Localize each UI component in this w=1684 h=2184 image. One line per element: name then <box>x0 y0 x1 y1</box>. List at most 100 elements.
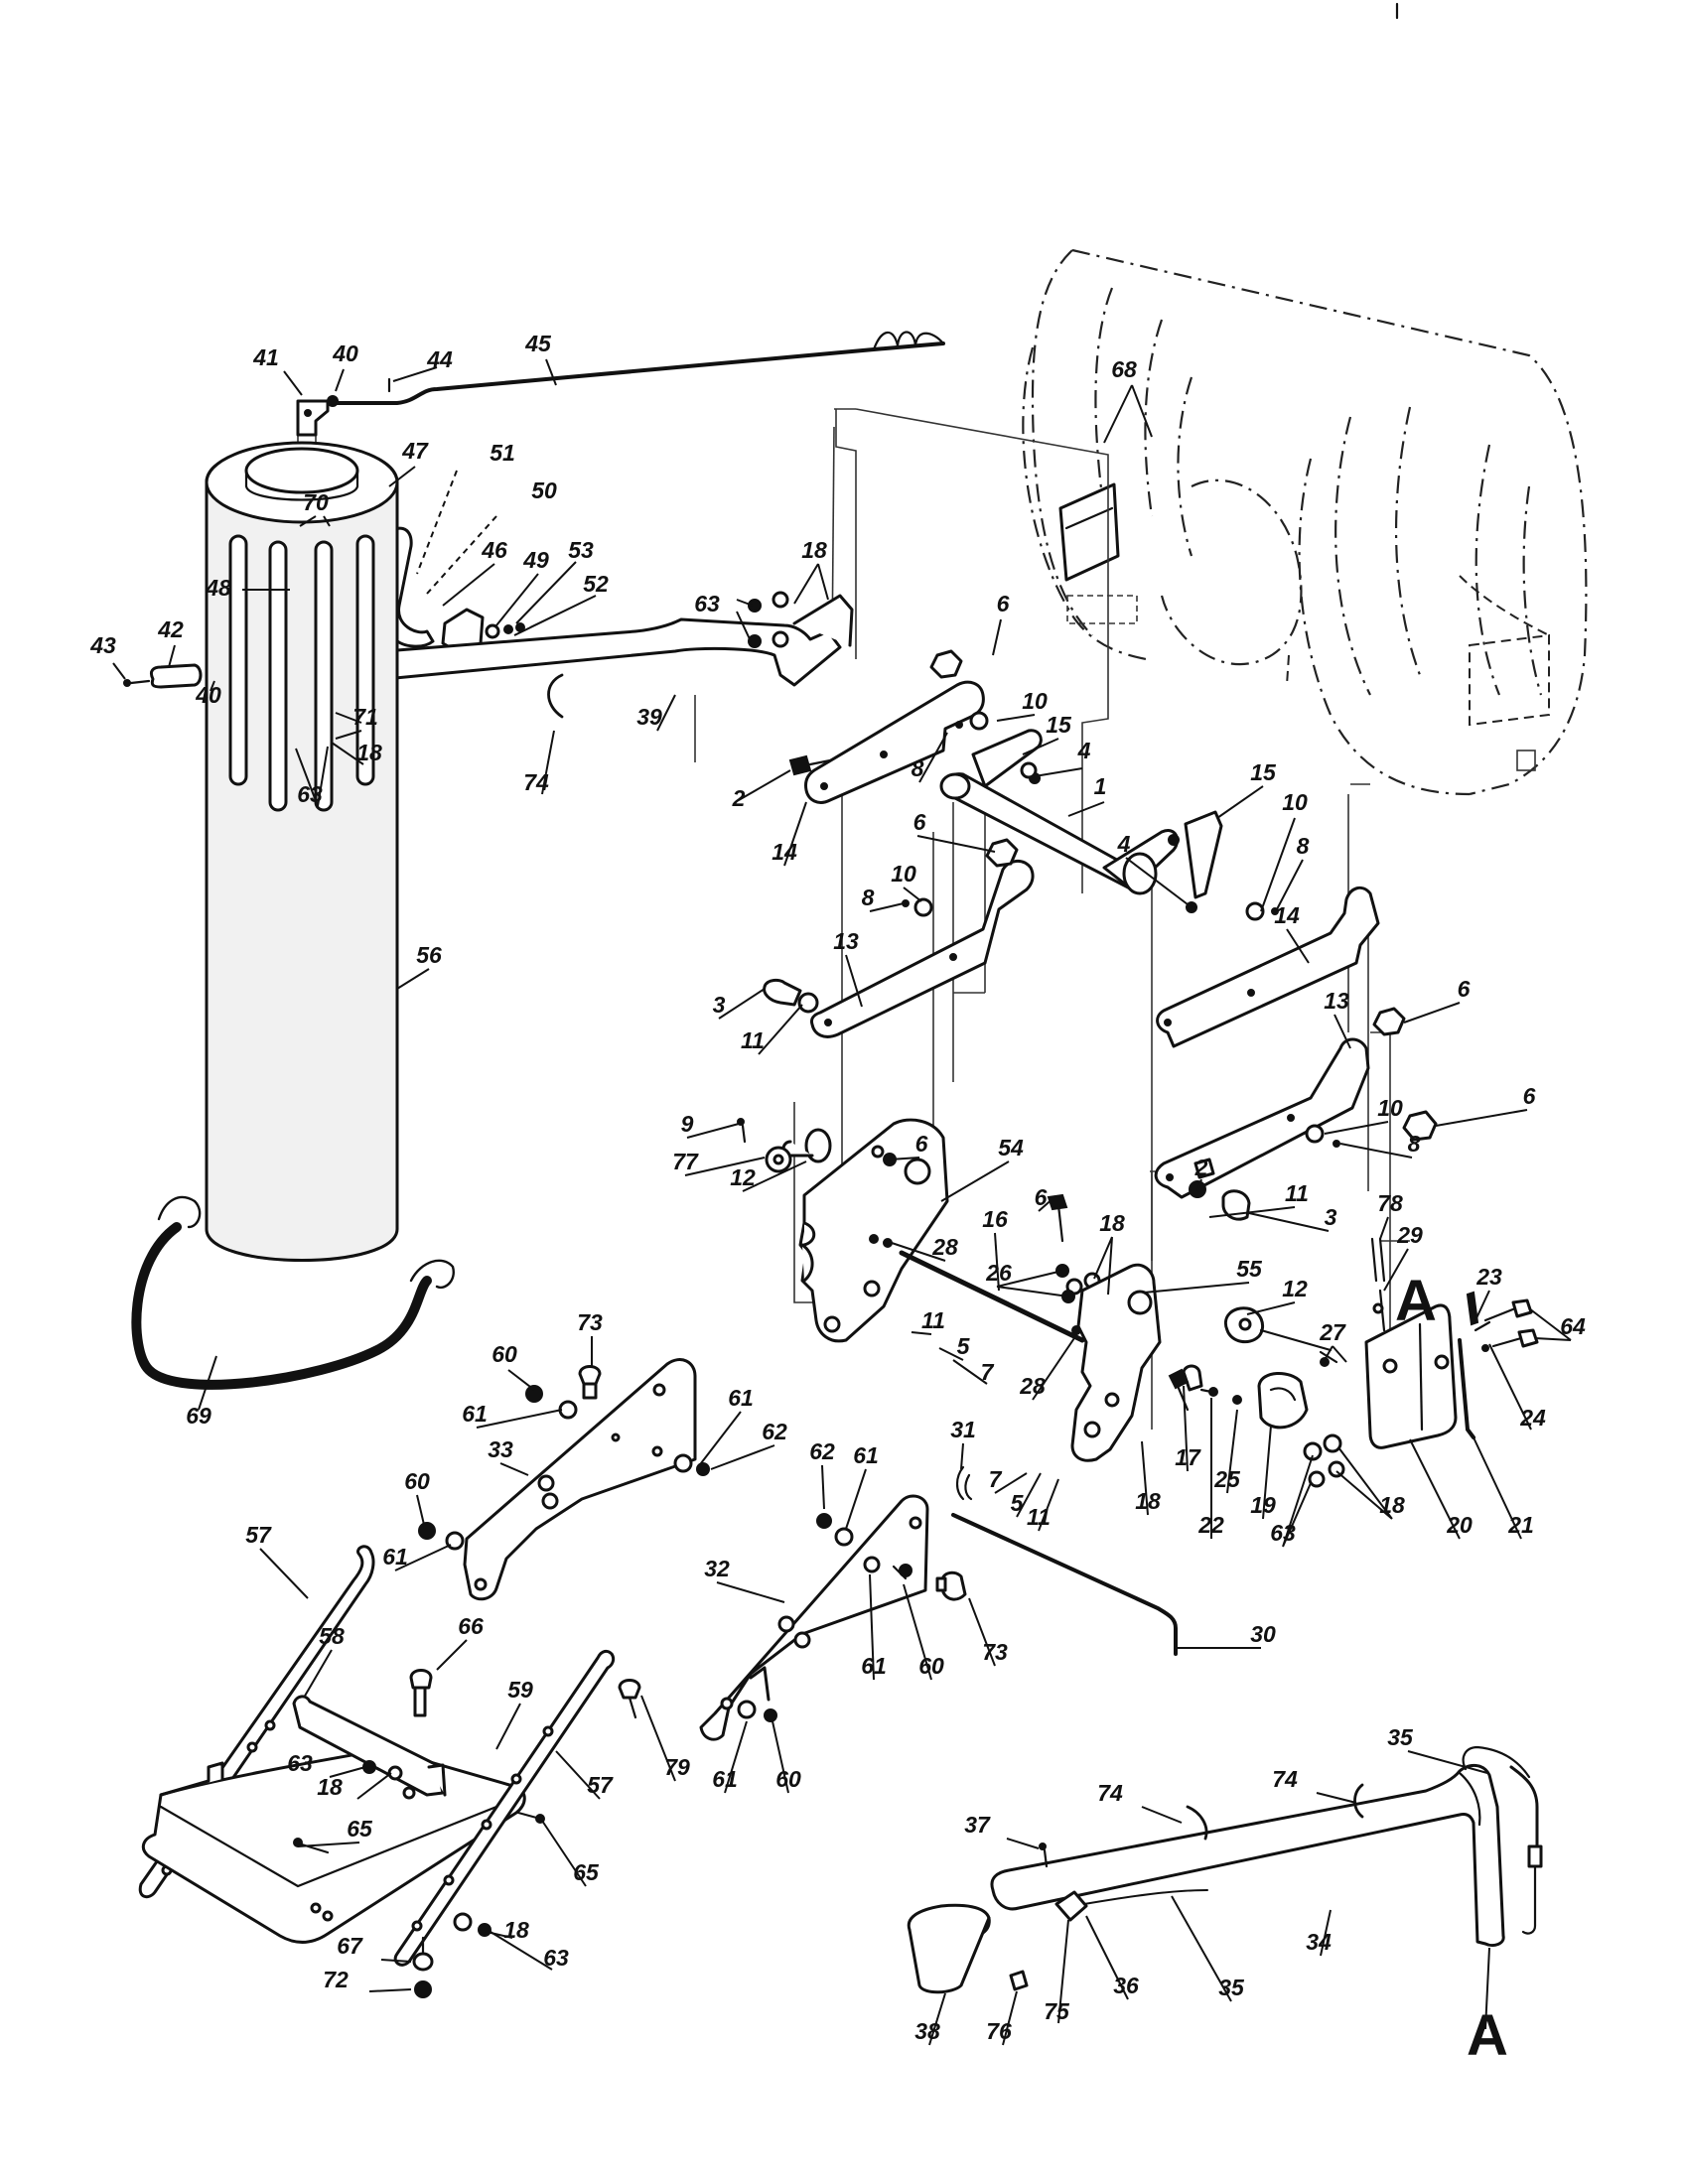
callout-c49: 49 <box>522 547 549 573</box>
callout-c48: 48 <box>205 575 231 601</box>
callout-c43: 43 <box>89 632 116 658</box>
callout-c53: 53 <box>568 537 594 563</box>
callout-c69: 69 <box>186 1403 211 1429</box>
callout-c19: 19 <box>1250 1492 1276 1518</box>
callout-c28b: 28 <box>1019 1373 1046 1399</box>
callout-c25: 25 <box>1213 1466 1241 1492</box>
bracket-33 <box>418 1358 710 1601</box>
link-arm-13-left <box>810 860 1035 1038</box>
callout-c37: 37 <box>964 1812 991 1838</box>
callout-c63e: 63 <box>543 1945 569 1971</box>
callout-c62b: 62 <box>809 1438 835 1464</box>
callout-c38: 38 <box>914 2018 940 2044</box>
callout-c18g: 18 <box>503 1917 529 1943</box>
callout-c34: 34 <box>1306 1929 1332 1955</box>
shift-rod-assembly <box>296 331 945 437</box>
callout-c11d: 11 <box>1027 1504 1051 1530</box>
callout-c23: 23 <box>1475 1264 1502 1290</box>
callout-c33: 33 <box>488 1436 513 1462</box>
callout-c60a: 60 <box>491 1341 517 1367</box>
callout-c54: 54 <box>998 1135 1024 1160</box>
callout-c35a: 35 <box>1387 1724 1414 1750</box>
callout-c76: 76 <box>986 2018 1012 2044</box>
chute-bracket-20 <box>1303 1237 1539 1488</box>
callout-c57b: 57 <box>587 1772 614 1798</box>
callout-c52: 52 <box>583 571 609 597</box>
callout-c5a: 5 <box>957 1333 971 1359</box>
tray-59 <box>141 1747 526 1944</box>
callout-c68: 68 <box>1111 356 1137 382</box>
bracket-58 <box>292 1695 447 1797</box>
callout-c29: 29 <box>1396 1222 1423 1248</box>
callout-c8c: 8 <box>862 885 875 910</box>
bungee-strap <box>131 1195 455 1390</box>
callout-c18e: 18 <box>1379 1492 1405 1518</box>
callout-c13b: 13 <box>1324 988 1349 1014</box>
link-fasteners <box>763 649 1438 1221</box>
callout-c62a: 62 <box>762 1419 787 1444</box>
callout-c74c: 74 <box>1272 1766 1298 1792</box>
callout-c78: 78 <box>1377 1190 1403 1216</box>
side-plate-54 <box>737 1118 949 1343</box>
callout-c60b: 60 <box>404 1468 430 1494</box>
callout-c30: 30 <box>1250 1621 1276 1647</box>
callout-c22: 22 <box>1197 1512 1224 1538</box>
callout-c4b: 4 <box>1117 831 1131 857</box>
callout-c71: 71 <box>352 704 378 730</box>
callout-c14a: 14 <box>772 839 797 865</box>
callout-c11a: 11 <box>741 1027 765 1053</box>
callout-c2b: 2 <box>1194 1155 1208 1180</box>
callout-c18f: 18 <box>317 1774 343 1800</box>
callout-c35b: 35 <box>1218 1975 1245 2000</box>
callout-c44: 44 <box>426 346 453 372</box>
callout-c6f: 6 <box>1035 1184 1048 1210</box>
leader-lines <box>112 358 1572 2046</box>
callout-c1: 1 <box>1094 773 1107 799</box>
callout-c10d: 10 <box>1377 1095 1403 1121</box>
callout-c60d: 60 <box>775 1766 801 1792</box>
callout-c56: 56 <box>416 942 442 968</box>
callout-c61f: 61 <box>712 1766 738 1792</box>
callout-c2a: 2 <box>732 785 746 811</box>
callout-c77: 77 <box>672 1149 699 1174</box>
callout-c6d: 6 <box>1523 1083 1536 1109</box>
callout-c70: 70 <box>303 489 329 515</box>
callout-c51: 51 <box>490 440 515 466</box>
callout-c73a: 73 <box>577 1309 603 1335</box>
callout-c8d: 8 <box>1408 1131 1421 1157</box>
callout-c21: 21 <box>1507 1512 1534 1538</box>
callout-c72: 72 <box>323 1967 349 1992</box>
callout-c12b: 12 <box>1282 1276 1308 1301</box>
callout-c18b: 18 <box>356 740 382 765</box>
callout-c6c: 6 <box>1458 976 1471 1002</box>
callout-c65a: 65 <box>347 1816 373 1842</box>
callout-c61e: 61 <box>861 1653 887 1679</box>
callout-c3b: 3 <box>1325 1204 1337 1230</box>
callout-c6e: 6 <box>915 1131 928 1157</box>
callout-c61d: 61 <box>382 1544 408 1570</box>
callout-c12a: 12 <box>730 1164 756 1190</box>
callout-c74a: 74 <box>523 769 549 795</box>
rail-57-right <box>393 1649 616 1967</box>
callout-c74b: 74 <box>1097 1780 1123 1806</box>
callout-c18c: 18 <box>1099 1210 1125 1236</box>
callout-c14b: 14 <box>1274 902 1300 928</box>
callout-c10a: 10 <box>1022 688 1048 714</box>
callout-c63b: 63 <box>297 781 323 807</box>
callout-c18d: 18 <box>1135 1488 1161 1514</box>
callout-c6a: 6 <box>997 591 1010 616</box>
callout-c65b: 65 <box>573 1859 600 1885</box>
callout-c26: 26 <box>985 1260 1012 1286</box>
callout-c61a: 61 <box>728 1385 754 1411</box>
callout-c5b: 5 <box>1011 1490 1025 1516</box>
callout-c46: 46 <box>481 537 507 563</box>
callout-c36: 36 <box>1113 1973 1139 1998</box>
callout-c63c: 63 <box>1270 1520 1296 1546</box>
bracket-32 <box>699 1494 967 1741</box>
link-arm-13-right <box>1154 1037 1370 1199</box>
callout-c10c: 10 <box>891 861 916 887</box>
callout-c73b: 73 <box>982 1639 1008 1665</box>
callout-c58: 58 <box>319 1623 345 1649</box>
